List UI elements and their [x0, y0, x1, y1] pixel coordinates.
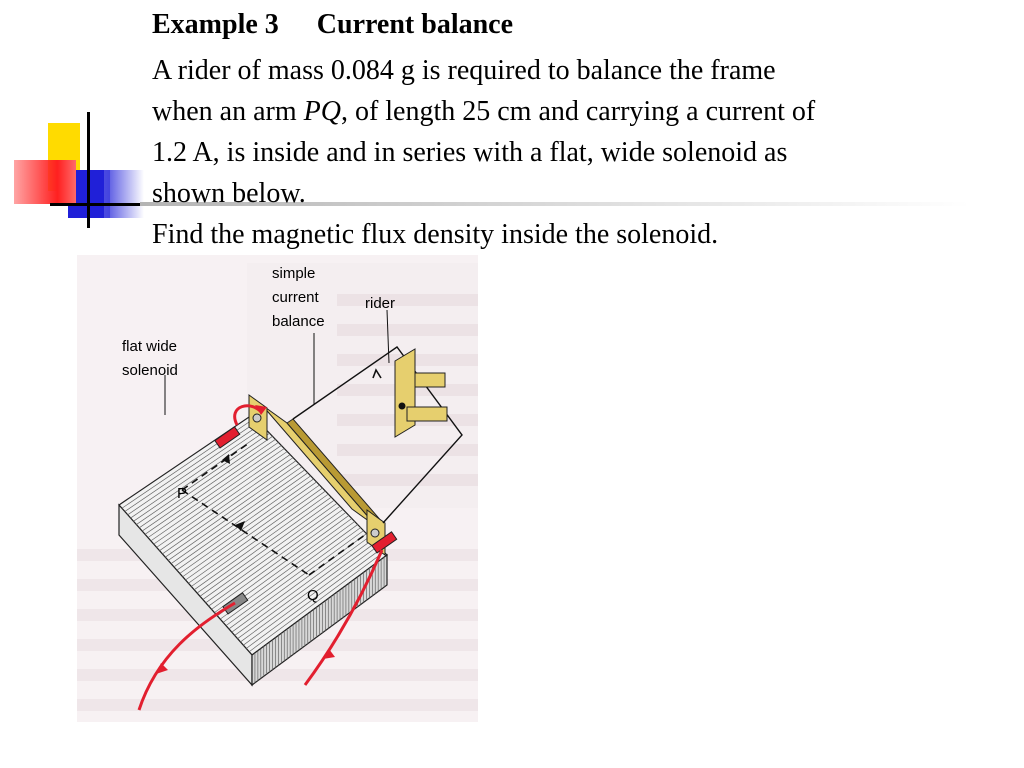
label-balance: balance: [272, 313, 325, 330]
label-simple: simple: [272, 265, 315, 282]
problem-line-2-post: , of length 25 cm and carrying a current…: [340, 96, 816, 127]
solenoid-winding: [162, 460, 297, 555]
rider-marker: [372, 368, 382, 379]
solenoid-winding: [141, 439, 276, 532]
slide-title: Example 3 Current balance: [152, 4, 513, 45]
solenoid-winding: [130, 426, 264, 519]
solenoid-winding: [185, 484, 320, 581]
solenoid-winding: [170, 469, 306, 564]
solenoid-windings: [121, 417, 385, 683]
solenoid-winding: [167, 466, 303, 561]
label-q: Q: [307, 587, 319, 604]
solenoid-winding: [159, 457, 294, 551]
problem-line-2-arm: PQ: [303, 96, 341, 127]
solenoid-winding: [225, 527, 361, 626]
solenoid-winding: [243, 545, 379, 646]
solenoid-winding: [202, 502, 338, 600]
problem-line-4: shown below.: [152, 178, 306, 209]
current-balance-figure: simple current balance rider flat wide s…: [77, 255, 478, 722]
solenoid-winding: [136, 432, 270, 525]
solenoid-winding: [222, 524, 358, 623]
label-solenoid: solenoid: [122, 362, 178, 379]
logo-vertical-line: [87, 112, 90, 228]
problem-line-2: when an arm PQ, of length 25 cm and carr…: [152, 91, 815, 132]
solenoid-winding: [173, 472, 308, 568]
label-p: P: [177, 485, 187, 502]
solenoid-winding: [228, 530, 364, 630]
solenoid-winding: [246, 548, 382, 649]
solenoid-winding: [156, 454, 291, 548]
balance-frame: [248, 346, 463, 556]
solenoid-winding: [237, 539, 373, 639]
solenoid-winding: [147, 445, 282, 538]
solenoid-winding: [179, 478, 314, 574]
solenoid-winding: [193, 493, 329, 591]
solenoid-winding: [127, 423, 262, 516]
solenoid-winding: [139, 436, 273, 529]
solenoid-winding: [248, 551, 385, 653]
solenoid-winding: [208, 509, 344, 607]
problem-line-1: A rider of mass 0.084 g is required to b…: [152, 55, 776, 86]
solenoid-winding: [234, 536, 370, 636]
title-topic: Current balance: [316, 9, 514, 40]
solenoid-winding: [199, 499, 335, 597]
solenoid-winding: [144, 442, 279, 535]
divider-line: [140, 202, 970, 206]
logo-red-square: [14, 160, 76, 204]
solenoid-winding: [240, 542, 376, 643]
current-arrows: [156, 405, 335, 674]
logo-horizontal-line: [50, 203, 142, 206]
solenoid-winding: [153, 451, 288, 545]
problem-question: Find the magnetic flux density inside th…: [152, 219, 719, 250]
problem-line-3: 1.2 A, is inside and in series with a fl…: [152, 137, 788, 168]
title-example: Example 3: [152, 9, 279, 40]
label-flat-wide: flat wide: [122, 338, 177, 355]
solenoid-winding: [182, 481, 317, 578]
frame-arm-pq: [181, 442, 370, 576]
solenoid-winding: [165, 463, 300, 558]
label-rider: rider: [365, 295, 395, 312]
logo-blue-fade: [104, 170, 144, 218]
solenoid-winding: [211, 512, 347, 610]
solenoid-winding: [150, 448, 285, 542]
solenoid-winding: [188, 487, 323, 584]
label-current: current: [272, 289, 320, 306]
problem-line-2-pre: when an arm: [152, 96, 304, 127]
flat-wide-solenoid: [118, 414, 388, 687]
solenoid-winding: [191, 490, 326, 587]
solenoid-winding: [205, 506, 341, 604]
leader-lines: [164, 309, 390, 415]
